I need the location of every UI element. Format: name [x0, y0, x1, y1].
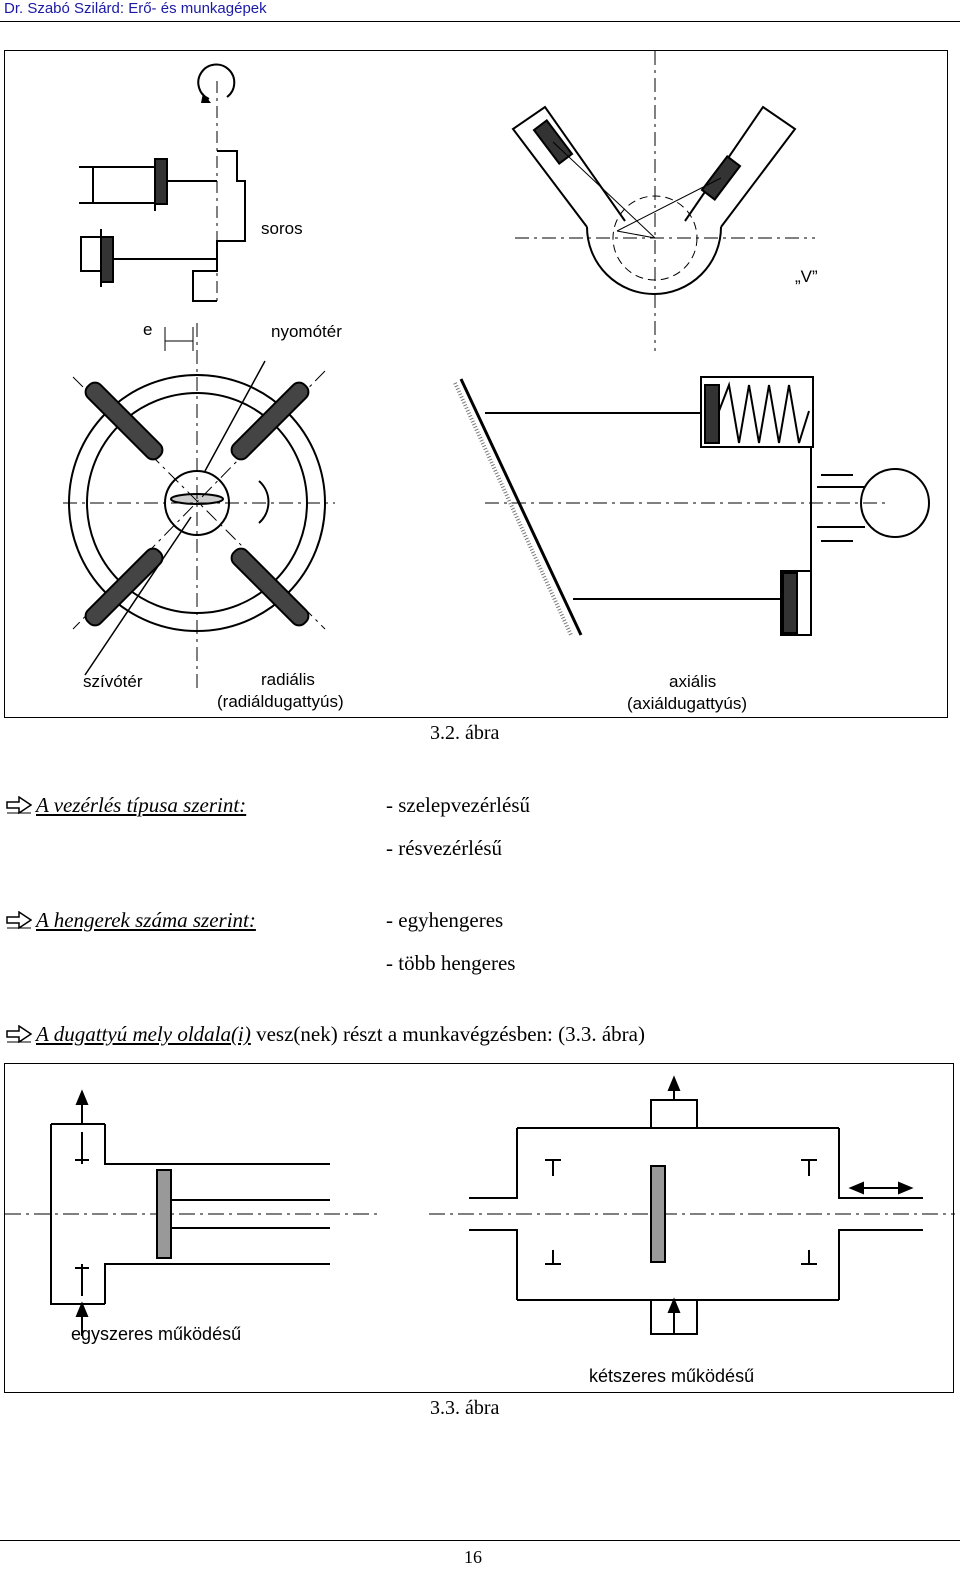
lead-text: A hengerek száma szerint:	[36, 908, 256, 932]
lead-rest: vesz(nek) részt a munkavégzésben: (3.3. …	[250, 1022, 645, 1046]
label-radialis: radiális	[261, 670, 315, 689]
label-szivoter: szívótér	[83, 672, 143, 691]
lead-cylinder-count: A hengerek száma szerint:	[6, 908, 256, 933]
figure-3-2-drawing: soros „V” e nyomótér szívótér radiális (…	[63, 51, 930, 713]
label-radialis-sub: (radiáldugattyús)	[217, 692, 344, 711]
figure-3-3-caption: 3.3. ábra	[430, 1397, 500, 1419]
hollow-arrow-right-icon	[6, 1025, 32, 1043]
label-e: e	[143, 320, 152, 339]
label-single-acting: egyszeres működésű	[71, 1324, 241, 1344]
figure-3-3: egyszeres működésű kétszeres működésű	[4, 1063, 955, 1393]
lead-control-type: A vezérlés típusa szerint:	[6, 793, 246, 818]
running-header: Dr. Szabó Szilárd: Erő- és munkagépek	[4, 0, 267, 17]
label-double-acting: kétszeres működésű	[589, 1366, 754, 1386]
header-rule	[0, 21, 960, 22]
label-nyomoter: nyomótér	[271, 322, 342, 341]
lead-piston-side: A dugattyú mely oldala(i) vesz(nek) rész…	[6, 1022, 645, 1047]
item-valve-control: - szelepvezérlésű	[386, 793, 530, 817]
lead-text: A dugattyú mely oldala(i)	[36, 1022, 251, 1046]
figure-3-2: soros „V” e nyomótér szívótér radiális (…	[4, 50, 948, 718]
page-number: 16	[464, 1547, 482, 1567]
item-single-cylinder: - egyhengeres	[386, 908, 504, 932]
footer-rule	[0, 1540, 960, 1541]
figure-3-3-drawing: egyszeres működésű kétszeres működésű	[5, 1075, 955, 1386]
label-v: „V”	[795, 267, 818, 286]
item-multi-cylinder: - több hengeres	[386, 951, 516, 975]
label-soros: soros	[261, 219, 303, 238]
hollow-arrow-right-icon	[6, 911, 32, 929]
label-axialis: axiális	[669, 672, 716, 691]
lead-text: A vezérlés típusa szerint:	[36, 793, 247, 817]
figure-3-2-caption: 3.2. ábra	[430, 722, 500, 744]
item-port-control: - résvezérlésű	[386, 836, 503, 860]
label-axialis-sub: (axiáldugattyús)	[627, 694, 747, 713]
hollow-arrow-right-icon	[6, 796, 32, 814]
